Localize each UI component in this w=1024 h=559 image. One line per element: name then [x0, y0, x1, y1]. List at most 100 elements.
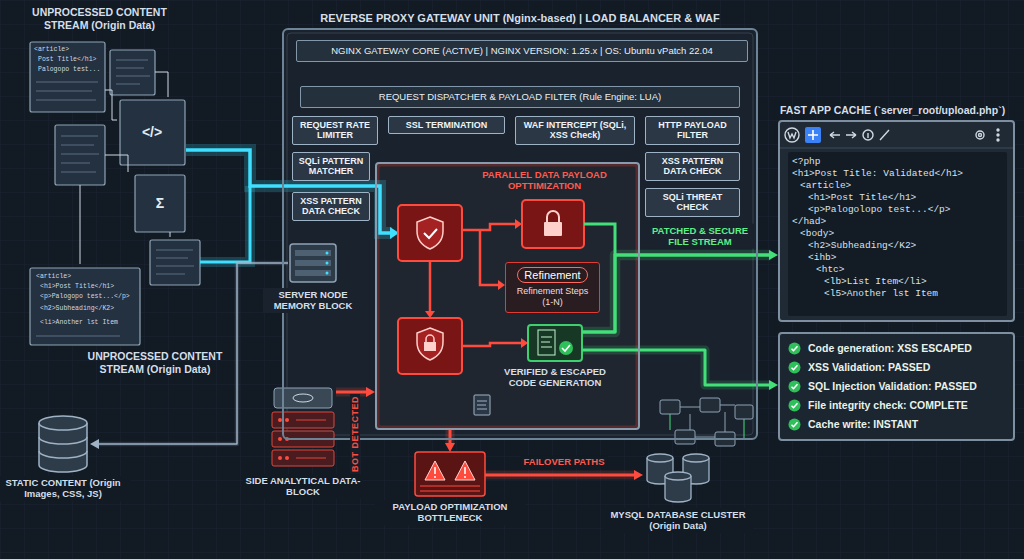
panel-ground-part — [378, 165, 637, 427]
editor-toolbar-part — [808, 130, 818, 140]
shield-lock-block-part — [424, 342, 436, 351]
server-icon-part — [295, 260, 331, 266]
arrowhead — [634, 470, 643, 480]
server-icon-part — [295, 270, 331, 276]
code-line: <htc> — [792, 264, 1005, 276]
check-icon-mark — [792, 346, 798, 351]
code-line: <h2>Subheading</K2> — [792, 240, 1005, 252]
analytics-server-icon-part — [285, 418, 289, 422]
filter-box: REQUEST RATE LIMITER — [292, 116, 378, 145]
lock-block-part — [544, 222, 562, 236]
check-icon-disc — [789, 343, 801, 355]
static-database-icon-part — [39, 437, 87, 458]
box-text: SSL TERMINATION — [392, 120, 501, 130]
internal-arrowheads-part — [498, 280, 505, 290]
small-document — [474, 395, 490, 415]
content-documents-part — [36, 335, 120, 336]
editor-toolbar-part — [785, 128, 799, 142]
panel-heading: FAST APP CACHE (`server_root/upload.php`… — [780, 104, 1013, 117]
code-text: Post Title</h1> — [38, 57, 97, 64]
code-line: <article> — [792, 180, 1005, 192]
network-illustration-part — [660, 400, 680, 414]
panel-heading: REVERSE PROXY GATEWAY UNIT (Nginx-based)… — [284, 12, 756, 25]
box-text: XSS PATTERN DATA CHECK — [296, 196, 366, 217]
internal-arrowheads-part — [521, 338, 528, 348]
edge-label: FAILOVER PATHS — [521, 455, 608, 468]
lock-block-part — [522, 200, 584, 248]
verified-icon-part — [541, 337, 552, 347]
editor-toolbar-part — [976, 131, 984, 139]
bottleneck-node: PAYLOAD OPTIMIZATION BOTTLENECK — [415, 452, 485, 496]
verified-icon-part — [538, 330, 555, 355]
code-text: <li>Another lst Item — [40, 320, 118, 327]
content-documents-part — [116, 60, 150, 84]
dispatcher-bar: REQUEST DISPATCHER & PAYLOAD FILTER (Rul… — [300, 86, 740, 108]
editor-toolbar-part — [846, 132, 856, 138]
step-text: Refinement Steps (1-N) — [510, 286, 595, 308]
check-icon-disc — [789, 362, 801, 374]
check-icon — [788, 418, 801, 431]
small-document-part — [474, 395, 490, 415]
check-icon-mark — [792, 384, 798, 389]
code-text: <h2>Subheading</K2> — [40, 306, 114, 313]
mysql-cluster-icon — [647, 454, 709, 502]
cache-ground — [778, 120, 1015, 322]
status-row: Code generation: XSS ESCAPED — [788, 339, 1005, 358]
cache-ground-part — [778, 120, 1015, 322]
input-stream-part — [200, 186, 250, 262]
check-icon-disc — [789, 400, 801, 412]
check-icon-mark — [792, 422, 798, 427]
connector-glow — [485, 471, 636, 480]
server-icon-part — [326, 252, 329, 255]
status-text: File integrity check: COMPLETE — [808, 399, 968, 412]
editor-toolbar-part — [788, 132, 796, 138]
internal-green-flow-part — [584, 224, 615, 255]
document-arrows-part — [170, 232, 171, 237]
icon-caption: MYSQL DATABASE CLUSTER (Origin Data) — [603, 508, 753, 533]
shield-lock-block-part — [398, 318, 462, 374]
cache-ground-part — [788, 152, 1007, 316]
editor-toolbar-part — [880, 130, 889, 140]
document-arrows-part — [105, 90, 117, 120]
internal-arrowheads-part — [425, 311, 435, 318]
bottleneck-icon-part — [455, 461, 475, 480]
internal-arrowheads-part — [515, 219, 522, 229]
arrowhead — [769, 380, 778, 390]
analytics-server-icon-part — [285, 456, 289, 460]
code-line: <ihb> — [792, 252, 1005, 264]
code-area: <?php<h1>Post Title: Validated</h1><arti… — [792, 156, 1005, 300]
server-node: SERVER NODE MEMORY BLOCK — [288, 242, 338, 284]
status-row: SQL Injection Validation: PASSED — [788, 377, 1005, 396]
filter-box: HTTP PAYLOAD FILTER — [645, 116, 740, 145]
arrowhead — [769, 250, 778, 260]
status-text: Code generation: XSS ESCAPED — [808, 342, 972, 355]
analytics-server-icon-part — [278, 456, 282, 460]
box-text: XSS PATTERN DATA CHECK — [649, 156, 736, 177]
internal-green-flow — [584, 224, 615, 255]
content-documents-part — [61, 136, 99, 172]
gateway-ground-part — [287, 33, 753, 435]
editor-toolbar-part — [997, 134, 999, 136]
mysql-cluster-icon-part — [683, 454, 709, 462]
input-stream-part — [200, 186, 250, 262]
bottleneck-icon-part — [464, 476, 466, 478]
optimization-panel: PARALLEL DATA PAYLOAD OPTTIMIZATIONRefin… — [375, 162, 640, 430]
status-bar: NGINX GATEWAY CORE (ACTIVE) | NGINX VERS… — [296, 40, 748, 62]
status-text: SQL Injection Validation: PASSED — [808, 380, 977, 393]
bottleneck-icon-part — [434, 467, 436, 474]
server-icon-part — [326, 262, 329, 265]
box-text: SQLi THREAT CHECK — [649, 192, 736, 213]
code-line: <l5>Another lst Item — [792, 288, 1005, 300]
internal-red-flows-part — [429, 261, 432, 312]
bottleneck-icon-part — [415, 452, 485, 496]
editor-toolbar — [785, 127, 999, 143]
content-documents-part — [150, 240, 200, 285]
server-icon-part — [326, 272, 329, 275]
stream-label: UNPROCESSED CONTENT STREAM (Origin Data) — [80, 350, 230, 375]
content-documents-part — [156, 250, 194, 274]
editor-toolbar-part — [830, 132, 840, 138]
input-stream-part — [186, 150, 392, 233]
verified-icon — [528, 325, 582, 361]
